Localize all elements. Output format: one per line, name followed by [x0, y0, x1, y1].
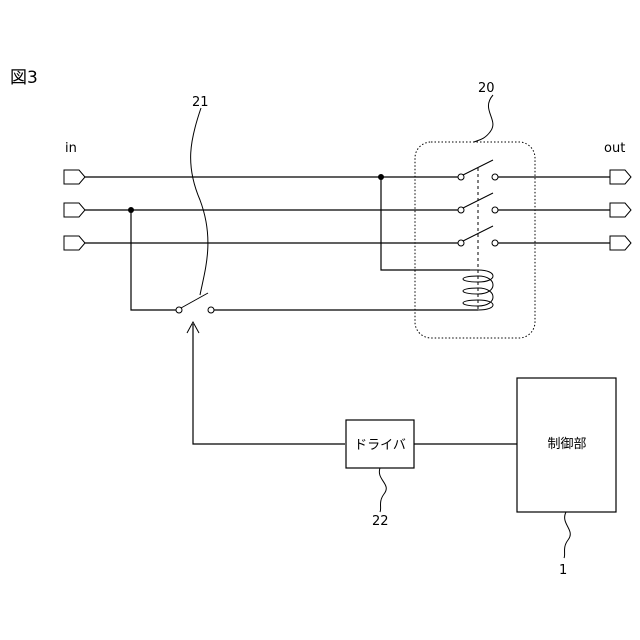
switch-ref-label: 21 — [192, 95, 209, 110]
output-terminals — [610, 170, 631, 250]
contact-blade — [463, 160, 493, 175]
input-terminal-3 — [64, 236, 85, 250]
controller-label: 制御部 — [547, 437, 586, 452]
output-terminal-2 — [610, 203, 631, 217]
switch-leader-line — [191, 108, 208, 295]
input-terminals — [64, 170, 85, 250]
driver-control-wire — [193, 324, 345, 444]
power-lines — [85, 177, 610, 243]
relay-enclosure — [415, 142, 535, 338]
output-label: out — [604, 141, 625, 156]
output-terminal-3 — [610, 236, 631, 250]
relay-ref-label: 20 — [478, 81, 495, 96]
driver-leader-line — [379, 468, 386, 512]
controller-leader-line — [564, 512, 570, 558]
figure-label: 図3 — [10, 68, 38, 88]
contact-terminal — [492, 174, 498, 180]
controller-ref-label: 1 — [559, 563, 567, 578]
input-terminal-2 — [64, 203, 85, 217]
input-terminal-1 — [64, 170, 85, 184]
driver-ref-label: 22 — [372, 514, 389, 529]
relay-leader-line — [474, 95, 493, 142]
driver-label: ドライバ — [354, 438, 406, 453]
output-terminal-1 — [610, 170, 631, 184]
coil-feed-wire — [381, 177, 470, 270]
contact-terminal — [492, 207, 498, 213]
switch-terminal — [208, 307, 214, 313]
contact-terminal — [492, 240, 498, 246]
switch-feed-wire — [131, 210, 176, 310]
relay-contacts — [458, 160, 498, 246]
switch-blade — [181, 293, 208, 308]
input-label: in — [65, 141, 77, 156]
